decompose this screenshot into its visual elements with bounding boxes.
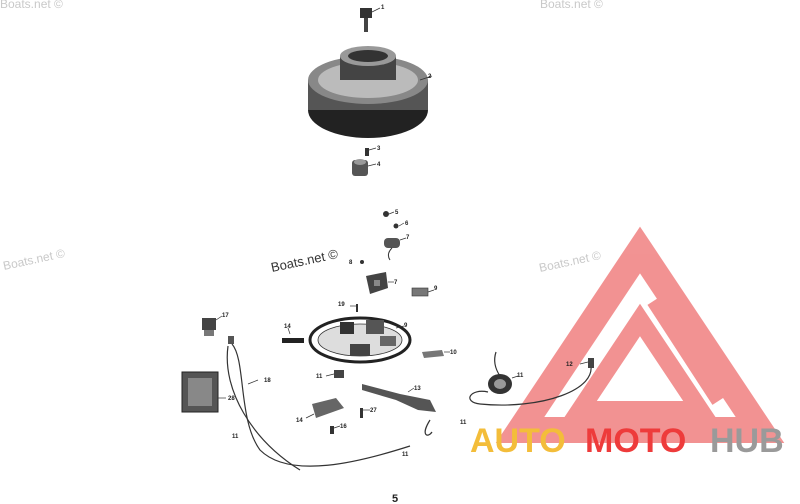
- screw-part-27: [360, 408, 370, 418]
- watermark-top-right: Boats.net ©: [540, 0, 603, 11]
- lubricator-pad-part: [411, 287, 435, 297]
- autumotohub-logo-mark: [495, 226, 785, 443]
- clip-part: [325, 370, 344, 378]
- screw-part-b: [393, 222, 405, 229]
- connector-12: [579, 358, 594, 368]
- callout-9b: 9: [404, 323, 408, 329]
- key-part-10: [422, 350, 450, 358]
- callout-12: 12: [566, 362, 573, 368]
- screw-part-a: [383, 211, 395, 217]
- callout-14: 13: [414, 386, 421, 392]
- point-set-part: [360, 260, 394, 294]
- bracket-part: [305, 398, 344, 419]
- watermark-top-left: Boats.net ©: [0, 0, 63, 11]
- watermark-center: Boats.net ©: [270, 246, 340, 275]
- rod-part: [282, 327, 304, 343]
- callout-13a: 11: [316, 374, 323, 380]
- callout-20: 19: [338, 302, 345, 308]
- callout-3: 3: [377, 146, 381, 152]
- callout-10: 10: [450, 350, 457, 356]
- callout-19: 17: [222, 313, 229, 319]
- callout-7: 7: [406, 235, 410, 241]
- stator-plate-part: [308, 316, 412, 364]
- callout-1: 1: [381, 5, 385, 11]
- callout-13c: 11: [402, 452, 409, 458]
- callout-13b: 11: [232, 434, 239, 440]
- callout-18a: 16: [340, 424, 347, 430]
- screw-part-20: [350, 304, 358, 312]
- page-number: 5: [392, 493, 398, 504]
- ignition-coil-part: [181, 371, 226, 413]
- wire-13-right: [469, 361, 592, 406]
- callout-7b: 7: [394, 280, 398, 286]
- flywheel-part: [308, 46, 433, 138]
- callout-16b: 14: [296, 418, 303, 424]
- screw-part-18: [330, 425, 341, 434]
- terminal-part: [228, 336, 234, 344]
- callout-8: 8: [349, 260, 353, 266]
- logo-text-moto: MOTO: [585, 422, 686, 460]
- logo-text-auto: AUTO: [470, 422, 566, 460]
- callout-eleven: 11: [517, 373, 524, 379]
- callout-16: 14: [284, 324, 291, 330]
- autumotohub-logo: AUTO MOTO HUB: [470, 422, 784, 460]
- condenser-part: [384, 237, 407, 261]
- charge-coil-part: [488, 351, 519, 394]
- callout-13d: 11: [460, 420, 467, 426]
- watermark-mid-left: Boats.net ©: [2, 246, 67, 273]
- key-part: [365, 147, 377, 156]
- wire-harness: [226, 343, 433, 471]
- callout-27: 27: [370, 408, 377, 414]
- bolt-part: [360, 7, 381, 32]
- callout-9: 9: [434, 286, 438, 292]
- callout-2: 2: [428, 74, 432, 80]
- callout-17-label: 18: [264, 378, 271, 384]
- logo-text-hub: HUB: [710, 422, 784, 460]
- throttle-cam-part: [362, 384, 436, 412]
- nut-part: [352, 159, 377, 176]
- callout-5: 5: [395, 210, 399, 216]
- callout-28: 28: [228, 396, 235, 402]
- callout-4: 4: [377, 162, 381, 168]
- watermark-mid-right: Boats.net ©: [538, 248, 603, 275]
- connector-part: [202, 315, 223, 336]
- callout-6: 6: [405, 221, 409, 227]
